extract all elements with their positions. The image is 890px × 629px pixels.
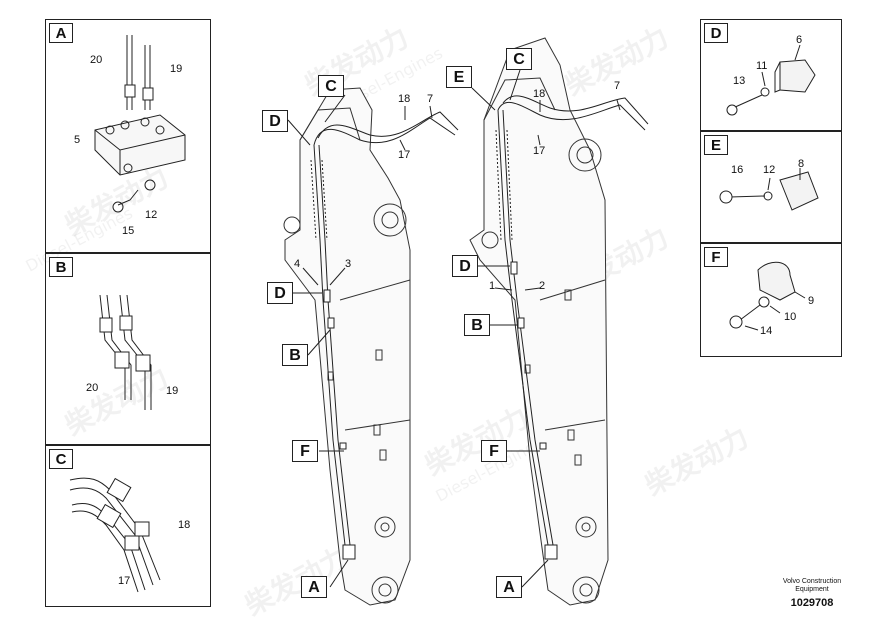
part-number: 16 <box>731 164 744 176</box>
callout-c: C <box>506 48 532 70</box>
callout-a: A <box>301 576 327 598</box>
callout-f: F <box>292 440 318 462</box>
panel-c-sketch <box>69 477 161 593</box>
panel-d-tag: D <box>704 23 728 43</box>
callout-d: D <box>452 255 478 277</box>
part-number: 14 <box>760 325 773 337</box>
part-number: 19 <box>170 63 183 75</box>
panel-a-sketch <box>94 35 186 213</box>
right-hose-lines <box>495 95 649 560</box>
part-number: 9 <box>808 295 815 307</box>
part-number: 17 <box>118 575 131 587</box>
panel-b-sketch <box>99 294 152 410</box>
panel-a-tag: A <box>49 23 73 43</box>
callout-c: C <box>318 75 344 97</box>
part-number: 18 <box>178 519 191 531</box>
panel-e-sketch <box>719 168 819 211</box>
left-leaders <box>287 94 433 588</box>
part-number: 18 <box>398 93 411 105</box>
part-number: 1 <box>489 280 496 292</box>
detail-panel-e <box>700 131 842 243</box>
part-number: 12 <box>763 164 776 176</box>
callout-b: B <box>464 314 490 336</box>
callout-e: E <box>446 66 472 88</box>
detail-panel-d <box>700 19 842 131</box>
detail-panel-a <box>45 19 211 253</box>
part-number: 13 <box>733 75 746 87</box>
detail-panel-f <box>700 243 842 357</box>
part-number: 20 <box>86 382 99 394</box>
panel-d-sketch <box>726 44 816 116</box>
part-number: 20 <box>90 54 103 66</box>
part-number: 2 <box>539 280 546 292</box>
part-number: 5 <box>74 134 81 146</box>
part-number: 8 <box>798 158 805 170</box>
part-number: 4 <box>294 258 301 270</box>
part-number: 17 <box>533 145 546 157</box>
callout-d: D <box>267 282 293 304</box>
drawing-number: 1029708 <box>790 597 834 609</box>
callout-f: F <box>481 440 507 462</box>
part-number: 15 <box>122 225 135 237</box>
callout-b: B <box>282 344 308 366</box>
callout-d: D <box>262 110 288 132</box>
part-number: 7 <box>427 93 434 105</box>
company-line-1: Volvo Construction <box>782 578 842 585</box>
part-number: 12 <box>145 209 158 221</box>
part-number: 11 <box>756 60 768 72</box>
panel-b-tag: B <box>49 257 73 277</box>
left-hose-lines <box>310 111 459 560</box>
right-boom <box>469 37 609 606</box>
part-number: 19 <box>166 385 179 397</box>
left-boom <box>283 87 411 606</box>
part-number: 10 <box>784 311 797 323</box>
company-line-2: Equipment <box>795 586 829 593</box>
part-number: 7 <box>614 80 621 92</box>
part-number: 3 <box>345 258 352 270</box>
detail-panel-b <box>45 253 211 445</box>
panel-f-sketch <box>729 261 806 331</box>
panel-f-tag: F <box>704 247 728 267</box>
company-name: Volvo Construction Equipment <box>752 578 872 594</box>
panel-e-tag: E <box>704 135 728 155</box>
callout-a: A <box>496 576 522 598</box>
part-number: 6 <box>796 34 803 46</box>
detail-panel-c <box>45 445 211 607</box>
right-leaders <box>471 69 621 588</box>
part-number: 17 <box>398 149 411 161</box>
part-number: 18 <box>533 88 546 100</box>
panel-c-tag: C <box>49 449 73 469</box>
